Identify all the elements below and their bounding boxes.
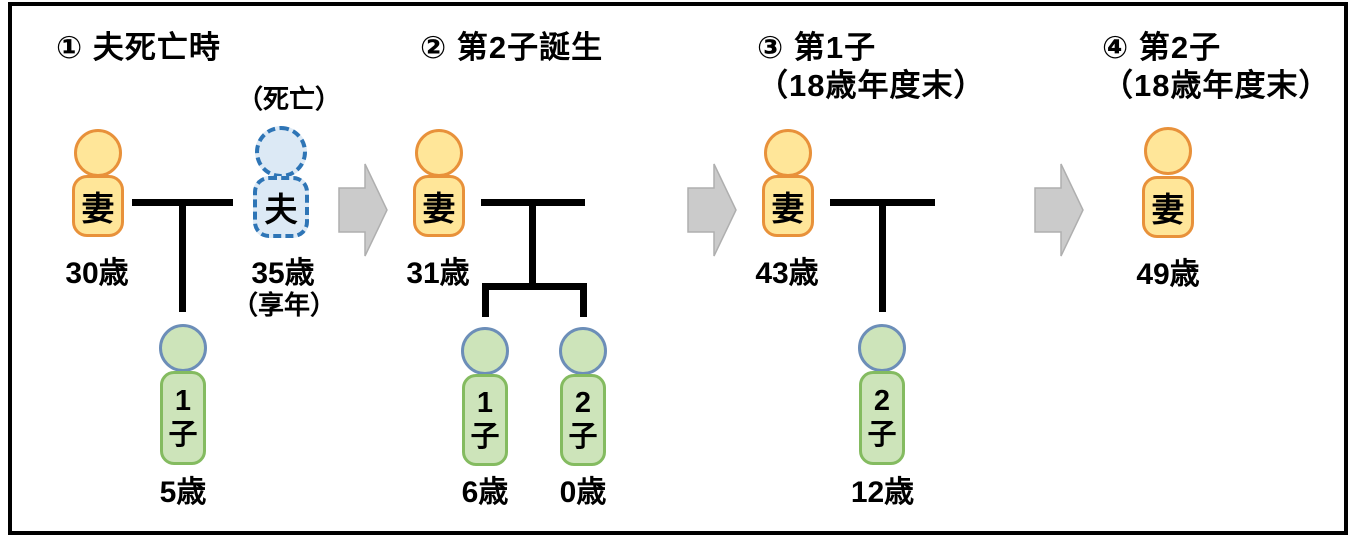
husband-label: 夫	[264, 191, 298, 228]
wife-head-icon	[1144, 127, 1192, 175]
panel4-subtitle: （18歳年度末）	[1102, 68, 1331, 103]
panel2-child1-age: 6歳	[461, 476, 509, 509]
sibling-bar	[482, 283, 587, 290]
descent-line	[879, 199, 886, 312]
wife-figure: 妻	[413, 175, 465, 237]
panel1-child1-age: 5歳	[159, 476, 207, 509]
wife-head-icon	[764, 129, 812, 177]
wife-label: 妻	[81, 190, 115, 227]
descent-line	[179, 199, 186, 312]
child-figure: 1子	[462, 374, 508, 466]
right-arrow-icon	[338, 162, 388, 258]
panel1-husband-death-note: （死亡）	[236, 84, 341, 114]
wife-label: 妻	[771, 190, 805, 227]
wife-head-icon	[74, 129, 122, 177]
husband-figure: 夫	[253, 176, 309, 238]
child-label: 1子	[168, 384, 198, 451]
wife-figure: 妻	[72, 175, 124, 237]
child-figure: 2子	[560, 374, 606, 466]
panel2-title: ② 第2子誕生	[420, 30, 604, 65]
child-label: 1子	[470, 386, 500, 453]
panel3-subtitle: （18歳年度末）	[757, 68, 986, 103]
panel2-child2-age: 0歳	[559, 476, 607, 509]
child-figure: 2子	[859, 371, 905, 465]
wife-figure: 妻	[1142, 176, 1194, 238]
panel4-title: ④ 第2子	[1102, 30, 1222, 65]
wife-figure: 妻	[762, 175, 814, 237]
panel4-wife-age: 49歳	[1136, 258, 1200, 291]
sibling-tick	[580, 283, 587, 317]
panel1-wife-age: 30歳	[65, 257, 129, 290]
child-label: 2子	[568, 386, 598, 453]
child-head-icon	[858, 324, 906, 372]
panel2-wife-age: 31歳	[406, 257, 470, 290]
husband-head-icon	[255, 126, 307, 178]
diagram-border	[8, 2, 1348, 535]
wife-head-icon	[415, 129, 463, 177]
descent-line	[529, 199, 536, 290]
wife-label: 妻	[1151, 191, 1185, 228]
right-arrow-icon	[1034, 162, 1084, 258]
right-arrow-icon	[687, 162, 737, 258]
panel1-husband-age: 35歳	[251, 257, 315, 290]
child-head-icon	[461, 327, 509, 375]
panel3-wife-age: 43歳	[755, 257, 819, 290]
wife-label: 妻	[422, 190, 456, 227]
panel3-title: ③ 第1子	[757, 30, 877, 65]
panel1-title: ① 夫死亡時	[56, 30, 221, 65]
panel3-child-age: 12歳	[850, 476, 915, 509]
child-figure: 1子	[160, 371, 206, 465]
sibling-tick	[482, 283, 489, 317]
panel1-husband-age-note: （享年）	[231, 290, 336, 320]
child-head-icon	[559, 327, 607, 375]
child-label: 2子	[867, 384, 897, 451]
child-head-icon	[159, 324, 207, 372]
